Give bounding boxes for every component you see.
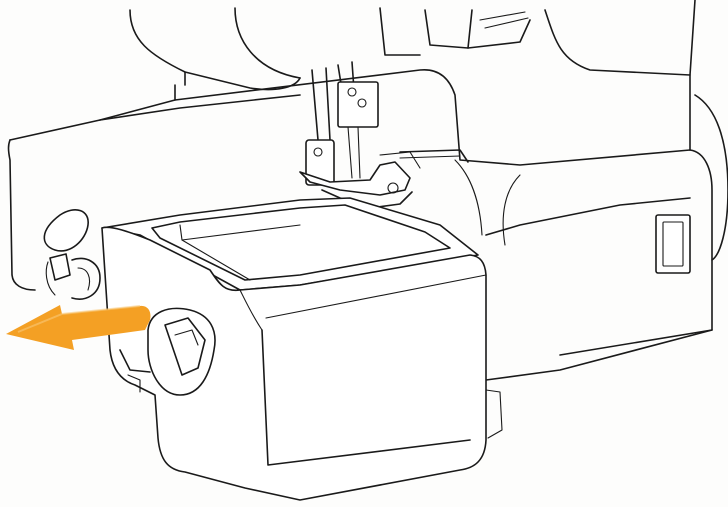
cover-front	[101, 226, 487, 501]
needle-assembly	[299, 61, 469, 209]
presser-foot	[299, 161, 411, 196]
machine-bed	[7, 94, 301, 300]
arrow-left-icon	[6, 305, 151, 350]
side-slot	[655, 214, 691, 274]
free-arm-cover	[101, 197, 503, 501]
side-knob	[43, 209, 89, 252]
